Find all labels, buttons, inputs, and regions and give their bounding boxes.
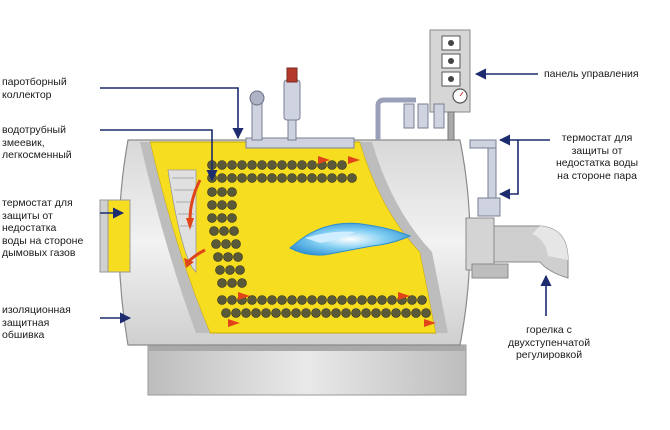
label-line: недостатка воды: [556, 157, 639, 169]
label-line: на стороне пара: [557, 169, 637, 182]
label-line: горелка с: [526, 324, 572, 336]
label-control-panel: панель управления: [544, 68, 639, 81]
label-line: водотрубный: [2, 124, 66, 136]
label-line: обшивка: [2, 329, 45, 341]
label-line: легкосменный: [2, 149, 72, 161]
label-line: регулировкой: [515, 349, 583, 361]
side-thermostat: [469, 139, 501, 217]
flue-box: [99, 199, 131, 273]
label-thermostat-gas: термостат для защиты от недостатка воды …: [2, 197, 83, 260]
boiler-base: [147, 344, 467, 396]
upper-tube-row: [207, 160, 357, 183]
label-line: змеевик,: [2, 136, 45, 149]
label-line: защитная: [2, 316, 50, 329]
label-line: защиты от: [571, 144, 623, 157]
label-line: паротборный: [2, 76, 67, 88]
label-burner: горелка с двухступенчатой регулировкой: [508, 324, 590, 362]
rear-baffle: [167, 169, 197, 273]
leader-lines: [100, 68, 552, 324]
steam-collector: [245, 67, 355, 149]
control-panel-box: [429, 29, 471, 141]
label-line: дымовых газов: [2, 247, 76, 259]
label-line: термостат для: [2, 197, 73, 209]
lower-tube-row: [217, 295, 431, 318]
label-line: изоляционная: [2, 304, 71, 316]
label-insulation: изоляционная защитная обшивка: [2, 304, 71, 342]
label-line: недостатка: [2, 222, 57, 234]
label-line: двухступенчатой: [508, 336, 591, 349]
label-line: воды на стороне: [2, 234, 84, 247]
label-water-coil: водотрубный змеевик, легкосменный: [2, 124, 72, 162]
label-line: термостат для: [561, 132, 633, 144]
label-line: панель управления: [544, 68, 639, 80]
label-line: коллектор: [2, 88, 52, 101]
label-thermostat-steam: термостат для защиты от недостатка воды …: [556, 132, 638, 182]
coil-bank: [207, 187, 247, 288]
label-steam-collector: паротборный коллектор: [2, 76, 67, 101]
burner-flame: [289, 222, 412, 256]
burner-unit: [465, 217, 569, 279]
top-fittings: [375, 88, 468, 140]
label-line: защиты от: [2, 209, 53, 222]
